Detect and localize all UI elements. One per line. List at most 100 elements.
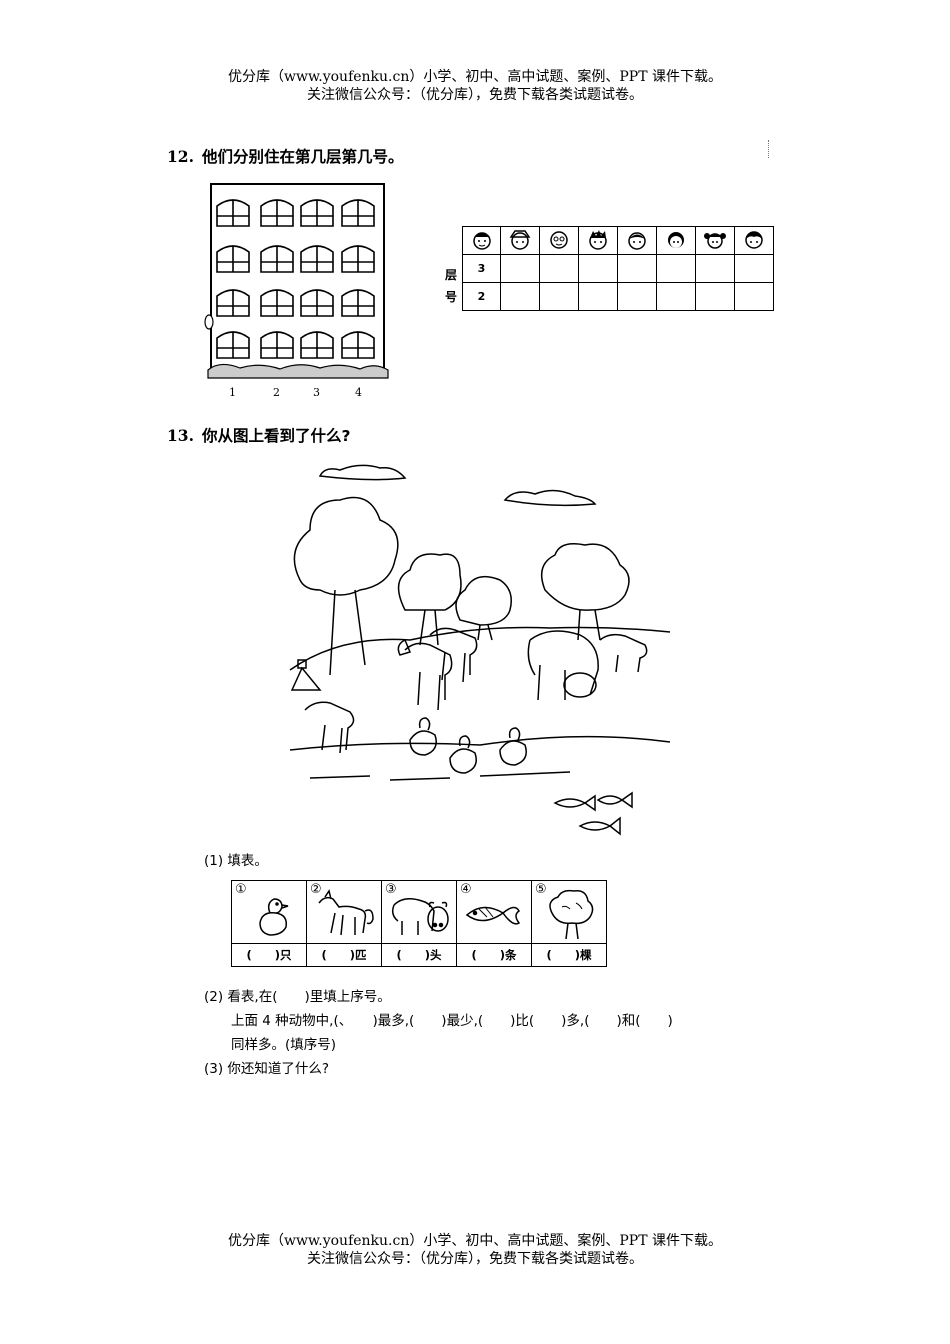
answer-cell[interactable]	[578, 254, 618, 283]
building-window	[260, 289, 294, 317]
face-cell	[656, 226, 696, 255]
number-row: 2	[462, 282, 774, 311]
building-window	[341, 245, 375, 273]
faces-row	[462, 226, 774, 255]
question-number: 12.	[167, 147, 194, 166]
horse-icon	[429, 627, 478, 683]
question-text: 你从图上看到了什么?	[201, 427, 351, 445]
column-label: 2	[273, 386, 280, 399]
building-window	[300, 245, 334, 273]
row-label: 3	[462, 254, 501, 283]
face-cell	[578, 226, 618, 255]
building-illustration	[204, 183, 389, 379]
column-label: 4	[355, 386, 362, 399]
building-window	[260, 245, 294, 273]
answer-cell[interactable]	[500, 254, 540, 283]
face-cell	[617, 226, 657, 255]
footer-line-2: 关注微信公众号：（优分库），免费下载各类试题试卷。	[307, 1251, 643, 1267]
answer-cell[interactable]	[500, 282, 540, 311]
building-window	[341, 331, 375, 359]
answer-cell[interactable]	[539, 282, 579, 311]
girl-hair-face-icon	[668, 232, 684, 248]
item-marker: ④	[460, 882, 472, 897]
cloud-icon	[318, 464, 407, 481]
building-window	[341, 199, 375, 227]
building-window	[216, 199, 250, 227]
tree-icon	[549, 889, 594, 940]
horse-icon	[599, 633, 648, 673]
fish-icon	[553, 794, 596, 812]
building-window	[216, 289, 250, 317]
question-12-title: 12. 他们分别住在第几层第几号。	[167, 145, 403, 167]
header-line-2: 关注微信公众号：（优分库），免费下载各类试题试卷。	[307, 87, 643, 103]
column-label: 3	[313, 386, 320, 399]
answer-cell[interactable]	[695, 254, 735, 283]
footer-line-1: 优分库（www.youfenku.cn）小学、初中、高中试题、案例、PPT 课件…	[227, 1233, 722, 1249]
floor-row: 3	[462, 254, 774, 283]
answer-cell[interactable]	[734, 254, 774, 283]
row-label: 2	[462, 282, 501, 311]
residence-table: 3 2	[462, 226, 774, 311]
answer-cell[interactable]	[617, 282, 657, 311]
scan-mark	[768, 140, 771, 158]
building-window	[216, 245, 250, 273]
count-picture-cell: ①	[231, 880, 307, 944]
girl-bangs-face-icon	[745, 231, 763, 249]
count-picture-cell: ③	[381, 880, 457, 944]
boy-hat-face-icon	[509, 230, 531, 250]
count-answer-cell[interactable]: ( )条	[456, 943, 532, 967]
part-2-label: (2) 看表,在( )里填上序号。	[204, 989, 391, 1005]
boy-spiky-face-icon	[589, 230, 607, 250]
answer-cell[interactable]	[578, 282, 618, 311]
tree-icon	[455, 575, 512, 641]
column-label: 1	[229, 386, 236, 399]
answer-cell[interactable]	[656, 254, 696, 283]
header-line-1: 优分库（www.youfenku.cn）小学、初中、高中试题、案例、PPT 课件…	[227, 69, 722, 85]
answer-cell[interactable]	[656, 282, 696, 311]
side-label-number: 号	[445, 290, 458, 304]
part-2-sentence-end: 同样多。(填序号)	[231, 1037, 337, 1053]
tree-icon	[293, 496, 399, 676]
elder-face-icon	[550, 231, 568, 249]
cow-icon	[527, 630, 599, 701]
item-marker: ①	[235, 882, 247, 897]
tree-icon	[540, 543, 630, 641]
animal-scene-illustration	[289, 464, 671, 836]
building-window	[300, 331, 334, 359]
horse-icon	[318, 889, 374, 936]
face-cell	[734, 226, 774, 255]
duck-icon	[449, 735, 477, 774]
answer-cell[interactable]	[539, 254, 579, 283]
count-picture-cell: ⑤	[531, 880, 607, 944]
building-window	[216, 331, 250, 359]
part-2-sentence: 上面 4 种动物中,(、 )最多,( )最少,( )比( )多,( )和( )	[231, 1013, 673, 1029]
question-number: 13.	[167, 426, 194, 445]
duck-icon	[409, 717, 437, 756]
side-label-floor: 层	[445, 268, 458, 282]
count-answer-cell[interactable]: ( )匹	[306, 943, 382, 967]
tree-icon	[397, 553, 462, 646]
horse-icon	[397, 638, 453, 711]
face-cell	[500, 226, 540, 255]
answer-cell[interactable]	[617, 254, 657, 283]
count-answer-cell[interactable]: ( )只	[231, 943, 307, 967]
question-text: 他们分别住在第几层第几号。	[201, 148, 404, 166]
building-window	[300, 289, 334, 317]
fish-icon	[596, 791, 633, 809]
question-13-title: 13. 你从图上看到了什么?	[167, 424, 350, 446]
answer-cell[interactable]	[695, 282, 735, 311]
house-icon	[290, 659, 322, 691]
count-picture-cell: ④	[456, 880, 532, 944]
building-window	[260, 331, 294, 359]
count-answer-cell[interactable]: ( )头	[381, 943, 457, 967]
duck-icon	[259, 898, 289, 936]
answer-cell[interactable]	[734, 282, 774, 311]
part-1-label: (1) 填表。	[204, 853, 268, 869]
count-answer-cell[interactable]: ( )棵	[531, 943, 607, 967]
face-cell	[462, 226, 501, 255]
item-marker: ⑤	[535, 882, 547, 897]
count-table: ① ② ③ ④ ⑤ ( )只 ( )匹 ( )头 ( )条 ( )棵	[231, 880, 607, 967]
boy-cap-face-icon	[472, 232, 491, 250]
count-picture-cell: ②	[306, 880, 382, 944]
cloud-icon	[503, 489, 597, 507]
